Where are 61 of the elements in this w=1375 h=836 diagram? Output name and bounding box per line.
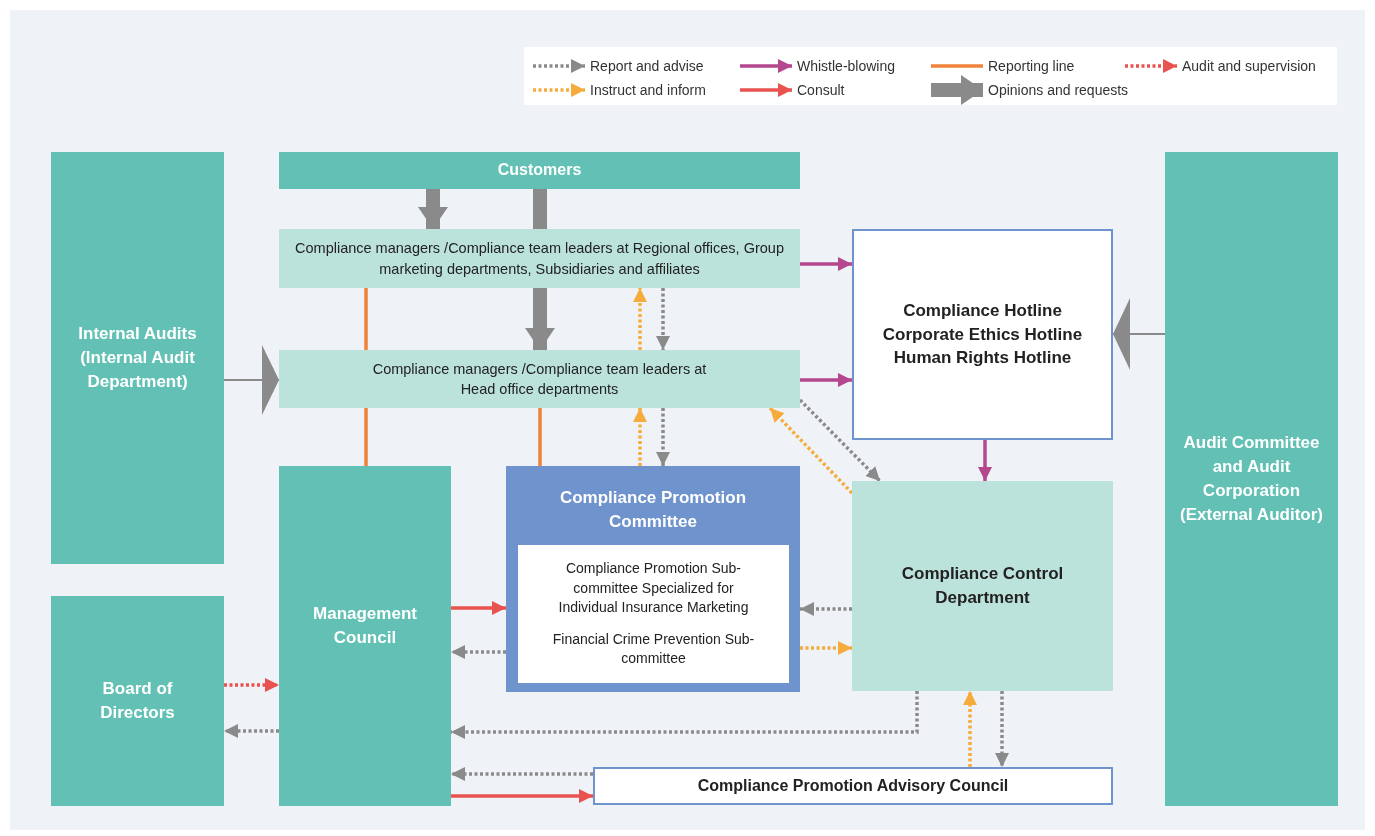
node-label: Compliance Promotion Sub-committee Specialized for Individual Insurance Marketing <box>557 559 750 618</box>
node-label: Human Rights Hotline <box>893 347 1072 370</box>
node-label: Customers <box>497 160 582 181</box>
connector-line <box>533 189 547 229</box>
arrow <box>800 602 852 616</box>
legend-label: Whistle-blowing <box>797 58 896 74</box>
hotline-box <box>852 229 1113 440</box>
process-box <box>51 596 224 806</box>
arrow <box>224 678 279 692</box>
node-label: Compliance Promotion Committee <box>558 487 748 533</box>
stakeholder-box <box>279 152 800 189</box>
node-label: Audit Committee and Audit Corporation (External Auditor) <box>1179 432 1324 526</box>
arrow <box>418 189 448 229</box>
process-box <box>279 466 451 806</box>
arrow <box>525 288 555 350</box>
node-label: Compliance Promotion Advisory Council <box>697 775 1009 796</box>
arrow <box>451 789 593 803</box>
node-label: Compliance Hotline <box>903 299 1062 322</box>
council-box <box>593 767 1113 805</box>
subcommittee-box <box>518 545 789 683</box>
node-label: Corporate Ethics Hotline <box>882 323 1083 346</box>
node-label: Board of Directors <box>99 678 176 724</box>
arrow <box>633 408 647 466</box>
node-label: Financial Crime Prevention Sub-committee <box>551 629 756 669</box>
process-box <box>51 152 224 564</box>
arrow <box>800 257 852 271</box>
legend-label: Instruct and inform <box>590 82 706 98</box>
arrow <box>633 288 647 350</box>
arrow <box>451 601 506 615</box>
arrowhead <box>1112 298 1166 370</box>
arrow <box>800 373 852 387</box>
arrow <box>656 408 670 466</box>
legend-label: Reporting line <box>988 58 1075 74</box>
arrow <box>451 691 919 739</box>
process-box <box>1165 152 1338 806</box>
arrow <box>451 645 506 659</box>
arrow <box>451 767 593 781</box>
committee-box <box>506 466 800 692</box>
node-label: Management Council <box>312 603 418 649</box>
process-box <box>852 481 1113 691</box>
arrowhead <box>223 345 280 415</box>
node-label: Compliance Control Department <box>900 563 1065 609</box>
arrow <box>963 691 977 767</box>
arrow <box>978 440 992 481</box>
legend-label: Consult <box>797 82 845 98</box>
connector-line <box>364 288 368 350</box>
connector-line <box>364 408 368 466</box>
node-label: Compliance managers /Compliance team leaders at Head office departments <box>371 359 708 399</box>
legend-label: Audit and supervision <box>1182 58 1316 74</box>
arrow <box>800 641 852 655</box>
arrow <box>768 406 854 495</box>
arrow <box>995 691 1009 767</box>
legend-label: Report and advise <box>590 58 704 74</box>
node-label: Compliance managers /Compliance team leaders at Regional offices, Group marketing departments, Subsidiaries and affiliates <box>295 239 784 279</box>
process-box <box>279 350 800 408</box>
process-box <box>279 229 800 288</box>
legend-label: Opinions and requests <box>988 82 1129 98</box>
connector-line <box>538 408 542 466</box>
arrow <box>656 288 670 350</box>
arrow <box>224 724 279 738</box>
node-label: Internal Audits (Internal Audit Department) <box>77 323 198 393</box>
